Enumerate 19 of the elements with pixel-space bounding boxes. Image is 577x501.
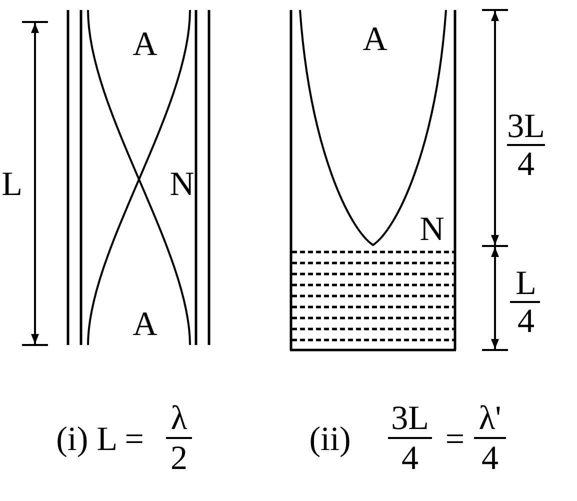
fraction-denominator: 4 — [518, 305, 534, 339]
fraction-numerator: 3L — [507, 110, 545, 144]
caption: (ii) — [309, 423, 351, 457]
fraction-numerator: λ' — [478, 402, 502, 436]
antinode-label: A — [132, 308, 158, 342]
node-label: N — [170, 168, 194, 202]
fraction-denominator: 4 — [482, 442, 498, 476]
fraction-denominator: 4 — [518, 148, 534, 182]
antinode-label: A — [132, 28, 158, 62]
fraction-numerator: L — [516, 267, 536, 301]
node-label: N — [420, 213, 444, 247]
fraction-denominator: 4 — [402, 442, 418, 476]
antinode-label: A — [362, 23, 388, 57]
fraction-numerator: λ — [170, 402, 188, 436]
fraction-denominator: 2 — [170, 442, 188, 476]
caption: (i) L = — [56, 423, 144, 457]
length-label: L — [2, 168, 22, 202]
equals-sign: = — [445, 423, 465, 457]
fraction-numerator: 3L — [391, 402, 429, 436]
